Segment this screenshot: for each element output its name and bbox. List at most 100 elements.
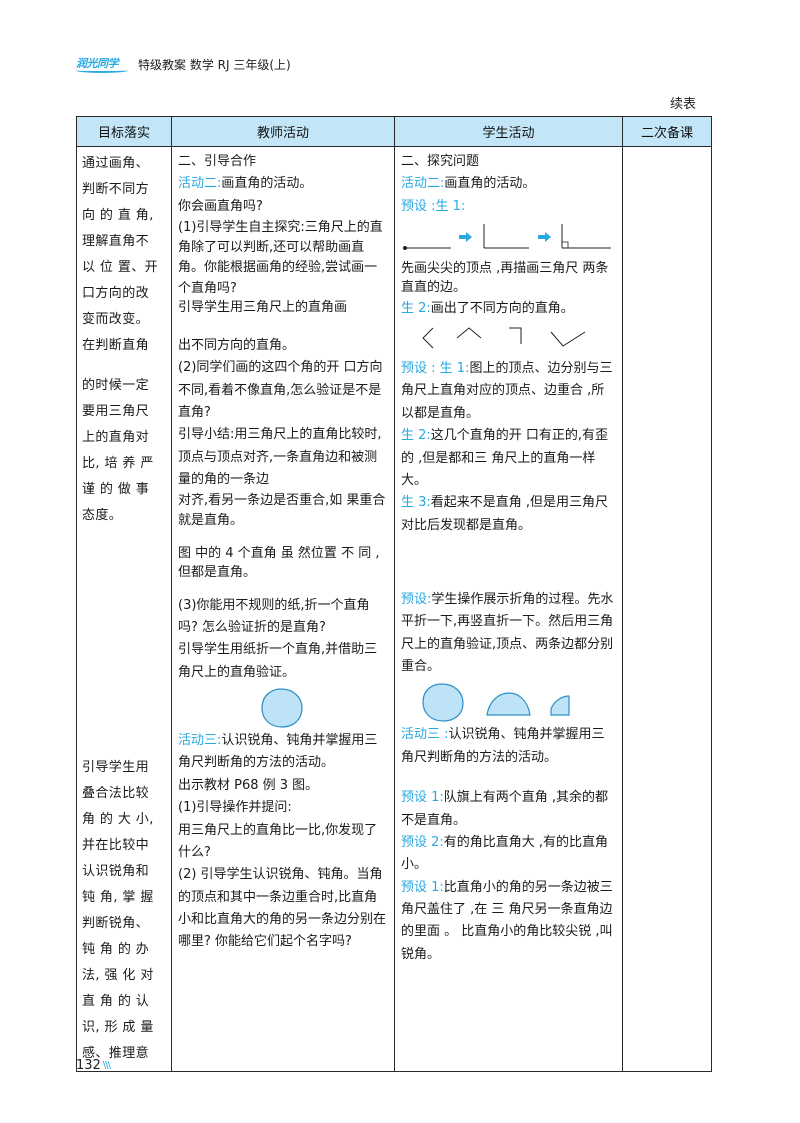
student-activity2-text: 画直角的活动。 <box>444 176 536 192</box>
right-angle-mark <box>562 241 569 249</box>
goal-line: 引导学生用 <box>82 760 150 775</box>
fold-step-3-quarter <box>550 695 570 717</box>
goal-line: 钝 角 的 办 <box>82 942 150 957</box>
lesson-plan-table: 目标落实 教师活动 学生活动 二次备课 通过画角、 判断不同方 向 的 直 角,… <box>76 116 712 1072</box>
goal-line: 角 的 大 小, <box>82 812 154 827</box>
fold-step-1-circle <box>422 683 464 723</box>
goal-line: 直 角 的 认 <box>82 994 150 1009</box>
teacher-activity2: 活动二:画直角的活动。 <box>178 173 388 195</box>
student-cell: 二、探究问题 活动二:画直角的活动。 预设 :生 1: <box>394 146 623 1072</box>
teacher-activity3-label: 活动三: <box>178 733 222 749</box>
angle-2 <box>456 327 482 339</box>
goal-cell: 通过画角、 判断不同方 向 的 直 角, 理解直角不 以 位 置、开 口方向的改… <box>76 146 172 1072</box>
student-s2-text: 画出了不同方向的直角。 <box>430 300 574 316</box>
student-fold-text: 学生操作展示折角的过程。先水平折一下,再竖直折一下。然后用三角尺上的直角验证,顶… <box>401 592 614 675</box>
student-section-title: 二、探究问题 <box>401 154 480 169</box>
publisher-logo: 润光同学 <box>76 54 130 74</box>
student-p3: 预设 1:比直角小的角的另一条边被三角尺盖住了 ,在 三 角尺另一条直角边的里面… <box>401 877 616 966</box>
student-p1-text: 队旗上有两个直角 ,其余的都不是直角。 <box>401 790 609 828</box>
teacher-question-1: 你会画直角吗? <box>178 198 263 214</box>
student-preset2: 预设 : 生 1:图上的顶点、边分别与三角尺上直角对应的顶点、边重合 ,所以都是… <box>401 358 616 425</box>
goal-line: 口方向的改 <box>82 286 150 301</box>
header-student: 学生活动 <box>394 116 623 147</box>
page-number: 132 \\\ <box>76 1058 111 1073</box>
goal-line: 理解直角不 <box>82 234 150 249</box>
student-activity3-label: 活动三 : <box>401 727 449 743</box>
teacher-show: 出示教材 P68 例 3 图。 <box>178 777 319 793</box>
draw-right-angle-steps <box>401 222 616 256</box>
student-s1-text: 先画尖尖的顶点 ,再描画三角尺 两条直直的边。 <box>401 261 609 295</box>
goal-line: 叠合法比较 <box>82 786 150 801</box>
goal-line: 比, 培 养 严 <box>82 456 154 471</box>
teacher-activity2-text: 画直角的活动。 <box>221 176 313 192</box>
student-activity3-text: 认识锐角、钝角并掌握用三 角尺判断角的方法的活动。 <box>401 727 605 765</box>
teacher-op-1b: 用三角尺上的直角比一比,你发现了什么? <box>178 822 378 860</box>
teacher-note: 图 中的 4 个直角 虽 然位置 不 同 ,但都是直角。 <box>178 545 380 581</box>
teacher-paper-figure <box>178 688 388 730</box>
goal-line: 识, 形 成 量 <box>82 1020 154 1035</box>
goal-line: 认识锐角和 <box>82 864 150 879</box>
teacher-step-3: (3)你能用不规则的纸,折一个直角吗? 怎么验证折的是直角? <box>178 597 370 635</box>
student-preset2-text: 图上的顶点、边分别与三角尺上直角对应的顶点、边重合 ,所以都是直角。 <box>401 361 613 421</box>
logo-text: 润光同学 <box>76 57 119 70</box>
header-teacher: 教师活动 <box>171 116 395 147</box>
goal-line: 的时候一定 <box>82 378 150 393</box>
book-title: 特级教案 数学 RJ 三年级(上) <box>138 57 291 72</box>
continued-label: 续表 <box>669 97 696 112</box>
student-fold-figures <box>401 682 616 724</box>
step1-vertex <box>403 246 407 251</box>
student-activity2: 活动二:画直角的活动。 <box>401 173 616 195</box>
student-p2: 预设 2:有的角比直角大 ,有的比直角小。 <box>401 832 616 877</box>
paper-circle-shape <box>261 688 303 728</box>
teacher-op-1: (1)引导操作并提问: <box>178 800 292 816</box>
goal-line: 通过画角、 <box>82 156 150 171</box>
teacher-step-3b: 引导学生用纸折一个直角,并借助三角尺上的直角验证。 <box>178 642 378 680</box>
teacher-step-1c: 出不同方向的直角。 <box>178 337 296 353</box>
teacher-summary-b: 对齐,看另一条边是否重合,如 果重合就是直角。 <box>178 493 386 529</box>
goal-line: 钝 角, 掌 握 <box>82 890 154 905</box>
spacer <box>178 583 388 595</box>
table-header-row: 目标落实 教师活动 学生活动 二次备课 <box>76 116 712 147</box>
teacher-op-2: (2) 引导学生认识锐角、钝角。当角的顶点和其中一条边重合时,比直角小和比直角大… <box>178 867 387 950</box>
teacher-step-1b: 引导学生用三角尺上的直角画 <box>178 299 348 315</box>
goal-line: 在判断直角 <box>82 338 150 353</box>
goal-line: 感、推理意 <box>82 1046 150 1061</box>
student-p1: 预设 1:队旗上有两个直角 ,其余的都不是直角。 <box>401 787 616 832</box>
student-s2: 生 2:画出了不同方向的直角。 <box>401 298 616 320</box>
teacher-activity3-text: 认识锐角、钝角并掌握用三角尺判断角的方法的活动。 <box>178 733 378 771</box>
angle-3 <box>509 327 522 345</box>
student-fold-label: 预设: <box>401 592 432 607</box>
goal-line: 法, 强 化 对 <box>82 968 154 983</box>
student-s2b: 生 2:这几个直角的开 口有正的,有歪的 ,但是都和三 角尺上的直角一样大。 <box>401 425 616 492</box>
goal-line: 谨 的 做 事 <box>82 482 150 497</box>
teacher-step-1: (1)引导学生自主探究:三角尺上的直角除了可以判断,还可以帮助画直角。你能根据画… <box>178 220 383 296</box>
goal-line: 判断锐角、 <box>82 916 150 931</box>
page-number-text: 132 <box>76 1058 101 1073</box>
teacher-step-2: (2)同学们画的这四个角的开 口方向不同,看着不像直角,怎么验证是不是直角? <box>178 360 383 420</box>
angle-4 <box>550 331 586 347</box>
fold-step-2-half <box>486 692 531 717</box>
student-fold: 预设:学生操作展示折角的过程。先水平折一下,再竖直折一下。然后用三角尺上的直角验… <box>401 589 616 678</box>
teacher-activity2-label: 活动二: <box>178 176 222 192</box>
student-s3-label: 生 3: <box>401 495 431 511</box>
student-preset2-label: 预设 : 生 1: <box>401 361 470 377</box>
student-s2b-text: 这几个直角的开 口有正的,有歪的 ,但是都和三 角尺上的直角一样大。 <box>401 428 609 488</box>
student-p2-label: 预设 2: <box>401 834 444 850</box>
student-p1-label: 预设 1: <box>401 790 444 806</box>
goal-line: 以 位 置、开 <box>82 260 159 275</box>
teacher-cell: 二、引导合作 活动二:画直角的活动。 你会画直角吗? (1)引导学生自主探究:三… <box>171 146 395 1072</box>
spacer <box>401 537 616 589</box>
header-second-prep: 二次备课 <box>622 116 712 147</box>
draw-steps-figure <box>403 224 611 251</box>
student-preset-label: 预设 :生 1: <box>401 198 466 214</box>
teacher-summary: 引导小结:用三角尺上的直角比较时,顶点与顶点对齐,一条直角边和被测量的角的一条边 <box>178 427 382 487</box>
logo-swoosh <box>76 68 128 73</box>
student-activity2-label: 活动二: <box>401 176 445 192</box>
table-row: 通过画角、 判断不同方 向 的 直 角, 理解直角不 以 位 置、开 口方向的改… <box>76 146 712 1072</box>
goal-line: 上的直角对 <box>82 430 150 445</box>
paper-folding-figure <box>422 683 570 723</box>
arrow-right-icon <box>459 232 472 243</box>
goal-line: 判断不同方 <box>82 182 150 197</box>
rotated-right-angles <box>401 324 616 354</box>
irregular-paper-figure <box>261 688 303 728</box>
